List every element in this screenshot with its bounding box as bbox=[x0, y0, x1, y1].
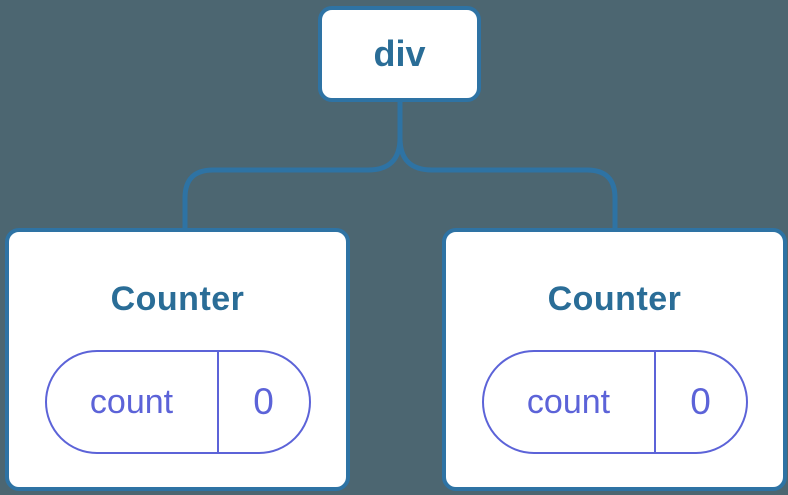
counter-title: Counter bbox=[547, 279, 682, 318]
state-value-cell: 0 bbox=[656, 352, 746, 452]
state-pill: count 0 bbox=[481, 350, 748, 454]
state-key-cell: count bbox=[47, 352, 219, 452]
state-value-label: 0 bbox=[690, 381, 711, 422]
state-key-cell: count bbox=[484, 352, 656, 452]
root-node-div: div bbox=[318, 6, 481, 102]
state-pill: count 0 bbox=[44, 350, 311, 454]
connector-branch-left bbox=[182, 100, 403, 230]
state-key-label: count bbox=[526, 382, 611, 421]
counter-title: Counter bbox=[110, 279, 245, 318]
state-key-label: count bbox=[89, 382, 174, 421]
connector-branch-right bbox=[397, 100, 618, 230]
counter-node-right: Counter count 0 bbox=[442, 228, 787, 491]
counter-node-left: Counter count 0 bbox=[5, 228, 350, 491]
root-node-label: div bbox=[373, 33, 426, 74]
state-value-label: 0 bbox=[253, 381, 274, 422]
state-value-cell: 0 bbox=[219, 352, 309, 452]
